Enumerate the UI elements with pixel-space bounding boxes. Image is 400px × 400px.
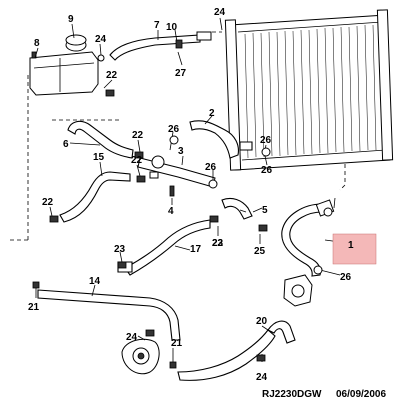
callout-24: 24: [214, 7, 226, 18]
callout-21: 21: [28, 302, 40, 313]
callout-21: 21: [171, 338, 183, 349]
callout-24: 24: [256, 372, 268, 383]
callout-22: 22: [131, 155, 143, 166]
callout-4: 4: [168, 206, 174, 217]
callout-labels: 9 8 24 7 24 10 27 22 2 6 22 26 15 22 3 2…: [28, 7, 354, 383]
callout-14: 14: [89, 276, 101, 287]
callout-22: 22: [132, 130, 144, 141]
callout-22: 22: [212, 238, 224, 249]
callout-6: 6: [63, 139, 69, 150]
drawing-date: 06/09/2006: [336, 389, 386, 400]
callout-3: 3: [178, 146, 184, 157]
pipe-3: [137, 155, 216, 188]
hose-14: [37, 289, 181, 341]
hose-20: [177, 320, 296, 381]
highlight-box: [332, 233, 377, 265]
callout-1: 1: [348, 240, 354, 251]
callout-27: 27: [175, 68, 187, 79]
hose-5: [221, 197, 253, 220]
callout-24: 24: [95, 34, 107, 45]
callout-26: 26: [260, 135, 272, 146]
callout-8: 8: [34, 38, 40, 49]
valve-body: [121, 338, 160, 375]
callout-15: 15: [93, 152, 105, 163]
clamps: [32, 39, 333, 369]
hose-7: [109, 31, 212, 61]
thermostat-housing: [283, 274, 313, 307]
callout-26: 26: [340, 272, 352, 283]
callout-23: 23: [212, 238, 224, 249]
radiator: [224, 9, 394, 171]
callout-26: 26: [261, 165, 273, 176]
callout-20: 20: [256, 316, 268, 327]
callout-23: 23: [114, 244, 126, 255]
coolant-reservoir: [29, 34, 105, 96]
callout-10: 10: [166, 22, 178, 33]
callout-24: 24: [126, 332, 138, 343]
hose-15: [59, 171, 131, 223]
callout-26: 26: [205, 162, 217, 173]
callout-22: 22: [106, 70, 118, 81]
callout-5: 5: [262, 205, 268, 216]
drawing-code: RJ2230DGW: [262, 389, 322, 400]
callout-26: 26: [168, 124, 180, 135]
callout-22: 22: [42, 197, 54, 208]
callout-17: 17: [190, 244, 202, 255]
hose-2: [189, 120, 253, 159]
hose-6: [67, 120, 134, 159]
callout-25: 25: [254, 246, 266, 257]
callout-7: 7: [154, 20, 160, 31]
callout-9: 9: [68, 14, 74, 25]
callout-2: 2: [209, 108, 215, 119]
